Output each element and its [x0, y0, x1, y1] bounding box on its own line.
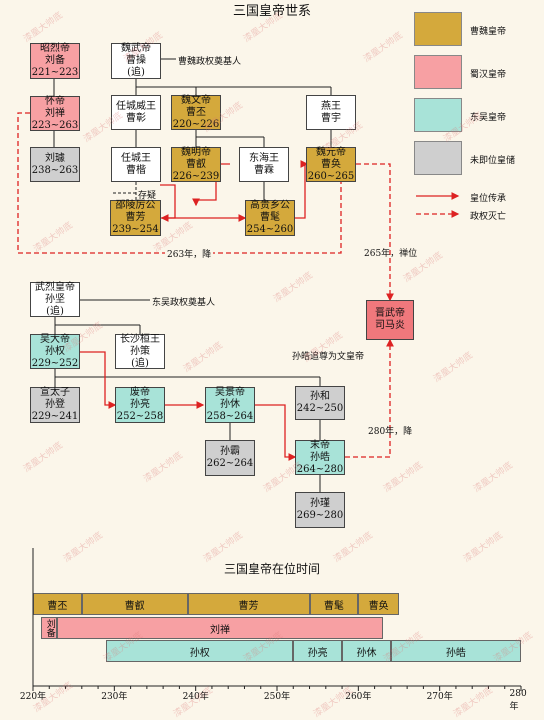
node-caokai: 任城王 曹楷 — [111, 147, 161, 182]
tick-label: 260年 — [345, 692, 372, 702]
legend-label-wu: 东吴皇帝 — [470, 113, 507, 123]
node-caoyu: 燕王 曹宇 — [306, 95, 356, 130]
node-sunwan: 孙霸 262~264 — [205, 440, 255, 476]
node-sunquan: 吴大帝 孙权 229~252 — [30, 333, 80, 369]
tick-label: 270年 — [426, 692, 453, 702]
reign-bar: 孙休 — [342, 640, 391, 662]
reign-bar: 刘备 — [41, 617, 58, 639]
node-sunliang: 废帝 孙亮 252~258 — [115, 387, 165, 423]
legend-label-wei: 曹魏皇帝 — [470, 27, 507, 37]
node-sunxiu: 吴景帝 孙休 258~264 — [205, 387, 255, 423]
legend-swatch-wei — [414, 12, 462, 46]
node-caofang: 邵陵厉公 曹芳 239~254 — [110, 200, 161, 236]
node-caohuan: 魏元帝 曹奂 260~265 — [306, 146, 356, 182]
node-caolin: 东海王 曹霖 — [239, 147, 289, 182]
tick-label: 220年 — [19, 692, 47, 702]
page-title: 三国皇帝世系 — [232, 4, 311, 19]
reign-bar: 曹芳 — [187, 593, 310, 615]
reign-bar: 曹叡 — [81, 593, 188, 615]
reign-bar: 曹奂 — [358, 593, 399, 615]
wu-founder-note: 东吴政权奠基人 — [152, 298, 216, 308]
node-caocao: 魏武帝 曹操 (追) — [111, 43, 161, 79]
node-sunhao: 末帝 孙皓 264~280 — [295, 439, 345, 475]
node-caomao: 高贵乡公 曹髦 254~260 — [245, 200, 295, 236]
node-simayan: 晋武帝 司马炎 — [366, 300, 414, 340]
legend-swatch-wu — [414, 98, 462, 132]
node-sunjin: 孙瑾 269~280 — [295, 492, 345, 528]
node-caopi: 魏文帝 曹丕 220~226 — [171, 94, 221, 130]
tick-label: 240年 — [182, 692, 209, 702]
reign-bar: 刘禅 — [57, 617, 383, 639]
reign-bar: 孙权 — [106, 640, 294, 662]
tick-label: 230年 — [101, 692, 128, 702]
legend-label-heir: 未即位皇储 — [470, 156, 516, 166]
node-sunce: 长沙桓王 孙策 (追) — [115, 334, 165, 369]
wei-founder-note: 曹魏政权奠基人 — [178, 57, 242, 67]
reign-bar: 曹丕 — [33, 593, 82, 615]
legend-label-fall: 政权灭亡 — [470, 212, 507, 222]
legend-swatch-shu — [414, 55, 462, 89]
node-liuxuan: 刘璩 238~263 — [30, 147, 80, 182]
legend-label-shu: 蜀汉皇帝 — [470, 70, 507, 80]
node-liushan: 怀帝 刘禅 223~263 — [30, 95, 80, 131]
cunyi-note: 存疑 — [138, 191, 157, 201]
timeline-title: 三国皇帝在位时间 — [223, 562, 320, 576]
tick-label: 250年 — [263, 692, 291, 702]
node-caorui: 魏明帝 曹叡 226~239 — [171, 146, 221, 182]
wu-fall-note: 280年，降 — [368, 427, 413, 437]
reign-bar: 曹髦 — [309, 593, 359, 615]
reign-bar: 孙亮 — [293, 640, 343, 662]
legend-label-succession: 皇位传承 — [470, 194, 507, 204]
node-caozhang: 任城威王 曹彰 — [111, 95, 161, 130]
node-liubei: 昭烈帝 刘备 221~223 — [30, 43, 80, 79]
sunhe-note: 孙皓追尊为文皇帝 — [292, 352, 365, 362]
reign-bar: 孙皓 — [390, 640, 521, 662]
wei-abdicate-note: 265年，禅位 — [364, 249, 418, 259]
shu-fall-note: 263年，降 — [165, 247, 214, 260]
legend-swatch-heir — [414, 141, 462, 175]
node-sunhe: 孙和 242~250 — [295, 386, 345, 420]
node-sunjian: 武烈皇帝 孙坚 (追) — [30, 282, 80, 317]
node-sundeng: 宣太子 孙登 229~241 — [30, 387, 80, 423]
tick-label: 280年 — [509, 689, 527, 712]
